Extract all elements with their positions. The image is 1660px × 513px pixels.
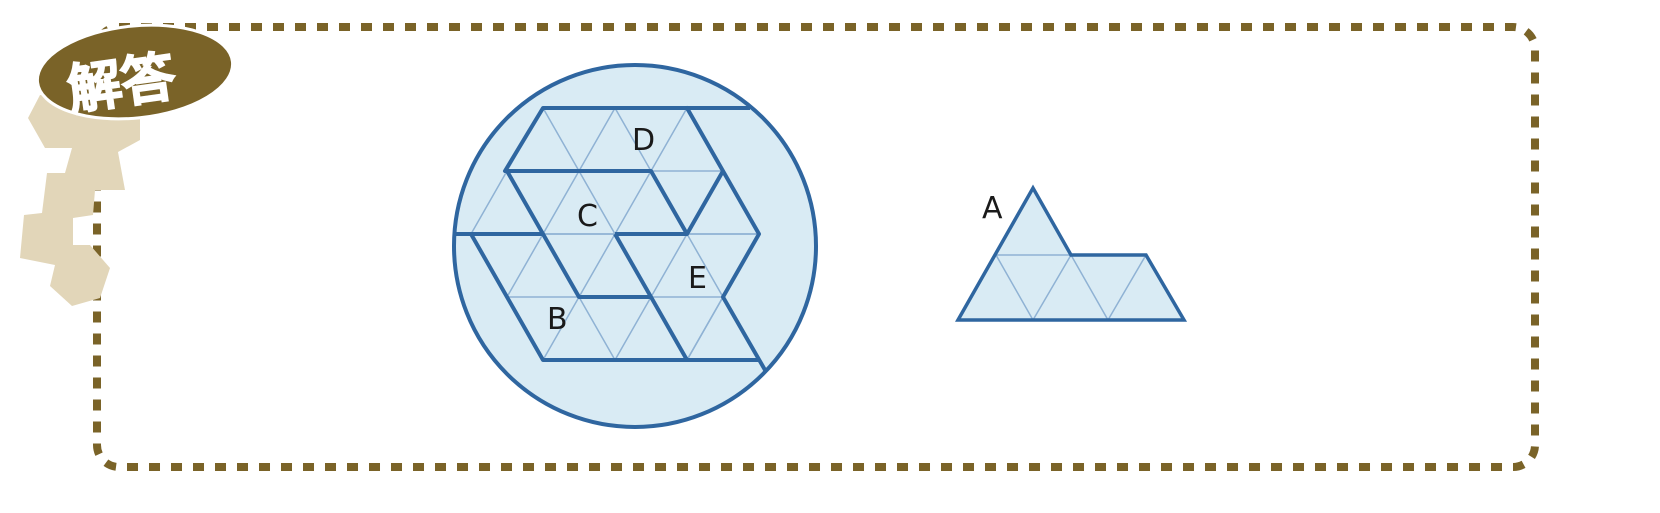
label-a: A (982, 191, 1003, 226)
label-d: D (632, 123, 655, 158)
label-c: C (577, 199, 598, 234)
label-e: E (688, 261, 707, 296)
piece-edge (503, 106, 767, 371)
dotted-frame (93, 23, 1539, 471)
piece-outlines (455, 106, 767, 371)
piece-a-outline (954, 184, 1188, 322)
piece-edge (505, 170, 651, 299)
badge-decoration (20, 95, 140, 306)
badge (35, 23, 235, 121)
label-b: B (547, 302, 568, 337)
badge-text: 解答 (64, 45, 181, 123)
piece-edge (613, 233, 689, 361)
circle (452, 63, 818, 429)
piece-edge (469, 233, 759, 362)
